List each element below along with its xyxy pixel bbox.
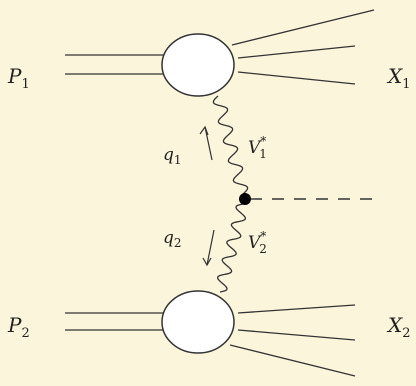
wavy-line-v1 <box>212 95 249 195</box>
label-v1: V*1 <box>248 134 267 161</box>
label-x1: X1 <box>386 64 411 92</box>
incoming-line-p1 <box>65 54 168 75</box>
lower-blob <box>161 290 235 354</box>
momentum-arrow-q1 <box>199 125 213 161</box>
label-x2: X2 <box>386 313 411 341</box>
label-p2: P2 <box>7 313 30 341</box>
incoming-line-p2 <box>65 312 168 331</box>
wavy-line-v2 <box>216 203 247 293</box>
upper-blob <box>161 33 235 97</box>
label-q2: q2 <box>163 228 182 250</box>
central-vertex <box>239 193 251 205</box>
outgoing-lines-x1 <box>231 9 375 85</box>
label-v2: V*2 <box>248 229 267 256</box>
momentum-arrow-q2 <box>202 229 215 267</box>
label-q1: q1 <box>163 145 182 167</box>
label-p1: P1 <box>7 64 30 92</box>
outgoing-lines-x2 <box>229 304 356 377</box>
